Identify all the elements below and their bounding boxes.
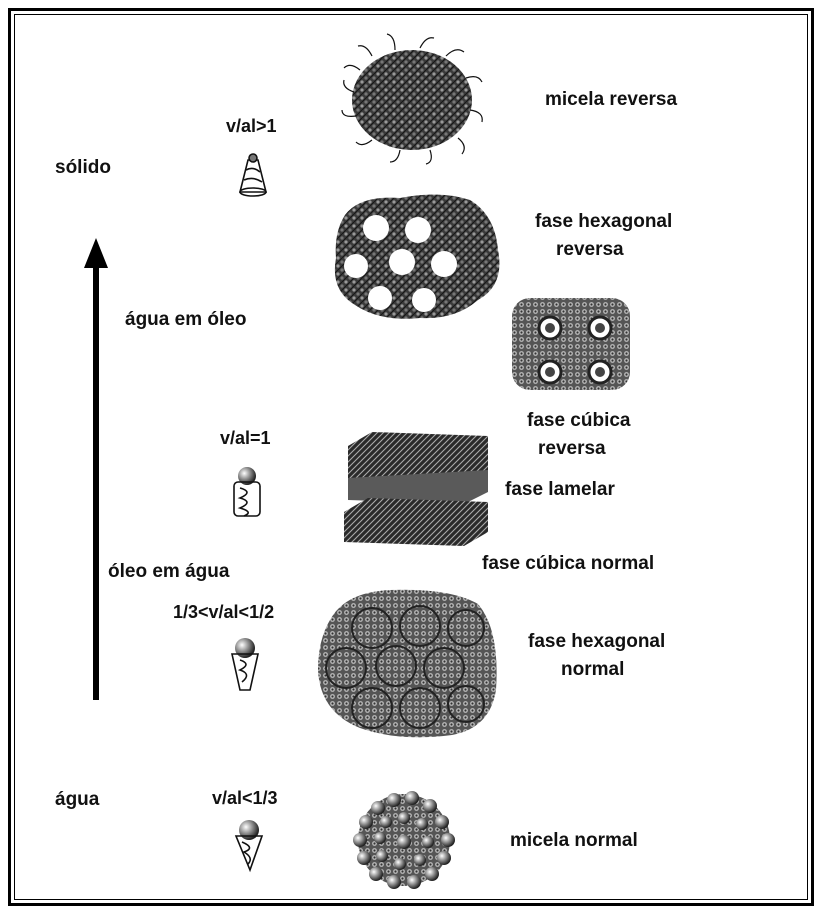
molecule-cone-inverted-icon [240, 154, 266, 196]
reverse-micelle-image [342, 34, 482, 164]
lamellar-phase-image [344, 432, 488, 546]
hexagonal-reverse-phase-image [335, 194, 500, 318]
molecule-truncated-cone-icon [232, 638, 258, 690]
molecule-cone-icon [236, 820, 262, 870]
normal-micelle-image [353, 791, 455, 889]
hexagonal-normal-phase-image [318, 590, 497, 738]
cubic-reverse-phase-image [512, 298, 630, 390]
increase-arrow-icon [84, 238, 108, 700]
molecule-cylinder-icon [234, 467, 260, 516]
